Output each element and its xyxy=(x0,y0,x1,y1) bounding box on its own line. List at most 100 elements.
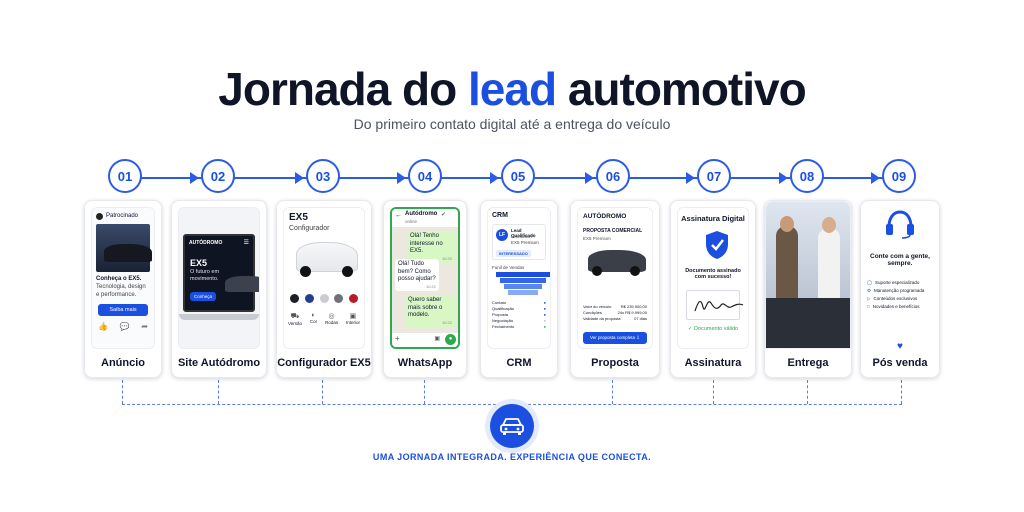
arrow-icon xyxy=(779,172,788,184)
color-swatches xyxy=(290,294,358,303)
step-number-6: 06 xyxy=(596,159,630,193)
step-number-5: 05 xyxy=(501,159,535,193)
card-ad[interactable]: Patrocinado Conheça o EX5. Tecnologia, d… xyxy=(84,200,162,378)
option-interior[interactable]: ▣Interior xyxy=(345,313,360,325)
ad-headline: Conheça o EX5. xyxy=(96,276,142,282)
connector-line xyxy=(218,380,219,404)
step-number-8: 08 xyxy=(790,159,824,193)
wheel xyxy=(630,266,640,276)
lead-name: Leonardo F. xyxy=(511,234,535,239)
message-out: Olá! Tenho interesse no EX5. 10:20 xyxy=(407,231,455,263)
card-label: Site Autódromo xyxy=(177,357,261,369)
plus-icon[interactable]: + xyxy=(395,334,400,343)
color-swatch[interactable] xyxy=(319,294,329,303)
proposal-panel: AUTÓDROMO PROPOSTA COMERCIAL EX5 Premium… xyxy=(577,207,653,349)
connector-line xyxy=(322,380,323,404)
card-label: Entrega xyxy=(787,357,829,369)
funnel-stage: Qualificação● xyxy=(492,306,546,311)
shield-check-icon xyxy=(706,231,728,259)
list-item: □Novidades e benefícios xyxy=(867,304,920,309)
car-silhouette xyxy=(766,298,850,348)
card-crm[interactable]: CRM LF Lead Qualificado Leonardo F. EX5 … xyxy=(480,200,558,378)
list-item: ▷Conteúdos exclusivos xyxy=(867,296,918,301)
share-icon[interactable]: ➦ xyxy=(141,322,148,331)
message-in: Olá! Tudo bem? Como posso ajudar? 10:21 xyxy=(395,259,439,291)
configurator-subtitle: Configurador xyxy=(289,225,330,232)
signature-title: Assinatura Digital xyxy=(681,214,745,223)
wheel xyxy=(592,266,602,276)
title-post: automotivo xyxy=(556,63,807,115)
step-number-2: 02 xyxy=(201,159,235,193)
configurator-model: EX5 xyxy=(289,212,308,223)
color-swatch[interactable] xyxy=(334,294,344,303)
funnel-stage: Fechamento● xyxy=(492,324,546,329)
chat-input-bar[interactable]: + ▣ ● xyxy=(392,333,458,347)
arrow-icon xyxy=(686,172,695,184)
card-configurator[interactable]: EX5 Configurador ⛟Versão ◐Cor ◎Rodas ▣In… xyxy=(276,200,372,378)
color-swatch[interactable] xyxy=(349,294,358,303)
chat-header: ← Autódromo ✔ online xyxy=(392,209,458,227)
config-options: ⛟Versão ◐Cor ◎Rodas ▣Interior xyxy=(288,312,360,327)
card-label: Pós venda xyxy=(872,357,928,369)
step-number-9: 09 xyxy=(882,159,916,193)
signature-box xyxy=(686,290,744,320)
menu-icon[interactable]: ☰ xyxy=(243,240,249,246)
list-item: ◯Suporte especializado xyxy=(867,280,920,285)
card-delivery[interactable]: Entrega xyxy=(764,200,852,378)
card-label: CRM xyxy=(506,357,532,369)
arrow-icon xyxy=(295,172,304,184)
heart-icon: ♥ xyxy=(897,341,903,352)
card-proposal[interactable]: AUTÓDROMO PROPOSTA COMERCIAL EX5 Premium… xyxy=(570,200,660,378)
card-site[interactable]: AUTÓDROMO ☰ EX5 O futuro em movimento. C… xyxy=(171,200,267,378)
option-wheels[interactable]: ◎Rodas xyxy=(325,313,339,325)
funnel-stage: Negociação● xyxy=(492,318,546,323)
back-arrow-icon[interactable]: ← xyxy=(395,212,402,219)
connector-line xyxy=(713,380,714,404)
ad-cta-button[interactable]: Saiba mais xyxy=(98,304,148,316)
lead-title: Lead Qualificado xyxy=(511,228,536,238)
gift-icon: □ xyxy=(867,304,870,309)
connector-line xyxy=(122,380,123,404)
arrow-icon xyxy=(190,172,199,184)
color-swatch[interactable] xyxy=(290,294,299,303)
card-whatsapp[interactable]: ← Autódromo ✔ online Olá! Tenho interess… xyxy=(383,200,467,378)
connector-line xyxy=(424,380,425,404)
card-aftersales[interactable]: Conte com a gente, sempre. ◯Suporte espe… xyxy=(860,200,940,378)
option-color[interactable]: ◐Cor xyxy=(309,312,318,324)
mic-icon[interactable]: ● xyxy=(445,334,456,345)
car-icon: ⛟ xyxy=(290,313,300,320)
page-subtitle: Do primeiro contato digital até a entreg… xyxy=(353,116,671,132)
arrow-icon xyxy=(871,172,880,184)
site-cta-button[interactable]: Conheça xyxy=(190,292,216,301)
color-swatch[interactable] xyxy=(304,294,314,303)
funnel-title: Funil de Vendas xyxy=(492,265,525,270)
car-silhouette xyxy=(225,276,259,292)
proposal-title: PROPOSTA COMERCIAL xyxy=(583,228,643,234)
chat-contact: Autódromo xyxy=(405,211,438,217)
delivery-photo xyxy=(765,201,851,349)
ad-phone: Patrocinado Conheça o EX5. Tecnologia, d… xyxy=(91,207,155,349)
site-tagline: O futuro em movimento. xyxy=(190,269,220,282)
message-out: Quero saber mais sobre o modelo. 10:22 xyxy=(405,295,455,327)
card-label: Configurador EX5 xyxy=(277,357,371,369)
card-signature[interactable]: Assinatura Digital Documento assinado co… xyxy=(670,200,756,378)
wrench-icon: ⚙ xyxy=(867,288,872,293)
camera-icon[interactable]: ▣ xyxy=(434,336,440,342)
comment-icon[interactable]: 💬 xyxy=(119,322,130,331)
whatsapp-phone: ← Autódromo ✔ online Olá! Tenho interess… xyxy=(390,207,460,349)
proposal-model: EX5 Premium xyxy=(583,236,611,241)
view-proposal-button[interactable]: Ver proposta completa ⇩ xyxy=(583,332,647,344)
wheel xyxy=(300,266,311,277)
title-accent: lead xyxy=(468,63,557,115)
lead-card[interactable]: LF Lead Qualificado Leonardo F. EX5 Prem… xyxy=(492,224,546,260)
like-icon[interactable]: 👍 xyxy=(98,322,108,331)
wheel-icon: ◎ xyxy=(328,313,335,320)
lead-model: EX5 Premium xyxy=(511,240,539,245)
site-brand: AUTÓDROMO xyxy=(189,240,223,246)
person-head xyxy=(822,217,836,233)
arrow-icon xyxy=(490,172,499,184)
aftersales-headline: Conte com a gente, sempre. xyxy=(870,253,930,267)
option-version[interactable]: ⛟Versão xyxy=(288,313,303,326)
